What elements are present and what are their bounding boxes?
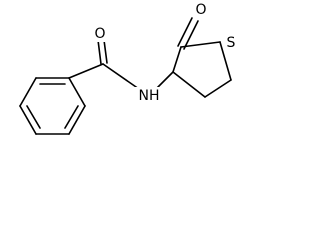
bond-ring-sulfur-ch2 bbox=[219, 41, 232, 81]
bond-ring-carbonyl-sulfur bbox=[180, 41, 221, 48]
bond-benzene-inner-2 bbox=[64, 105, 79, 129]
bond-carbonyl-double-a bbox=[97, 39, 102, 65]
bond-benzene-3 bbox=[68, 105, 86, 135]
bond-benzene-5 bbox=[19, 105, 37, 135]
bond-benzene-2 bbox=[68, 77, 86, 107]
ring-sulfur-label: S bbox=[227, 35, 236, 51]
chemical-structure-figure: O NH O S bbox=[19, 2, 238, 135]
bond-ring-ch2-ch bbox=[172, 71, 206, 98]
bond-ring-ch-carbonyl bbox=[172, 46, 182, 73]
amide-oxygen-label-bg bbox=[93, 26, 107, 42]
amide-oxygen-label: O bbox=[94, 26, 105, 42]
bond-ring-ch2-ch2 bbox=[204, 79, 232, 98]
bond-lactone-double-b bbox=[183, 20, 199, 50]
amide-nitrogen-label-bg bbox=[134, 87, 164, 105]
lactone-oxygen-label-bg bbox=[194, 2, 208, 18]
lactone-oxygen-label: O bbox=[195, 2, 206, 18]
bond-phenyl-carbonyl bbox=[68, 63, 104, 79]
bond-benzene-inner-3 bbox=[26, 105, 41, 129]
amide-nitrogen-label: NH bbox=[139, 88, 160, 104]
bond-carbonyl-double-b bbox=[103, 39, 108, 64]
bond-lactone-double-a bbox=[177, 17, 193, 47]
ring-sulfur-label-bg bbox=[224, 34, 238, 52]
bond-benzene-6 bbox=[19, 77, 37, 107]
molecule-diagram: O NH O S bbox=[19, 2, 238, 135]
